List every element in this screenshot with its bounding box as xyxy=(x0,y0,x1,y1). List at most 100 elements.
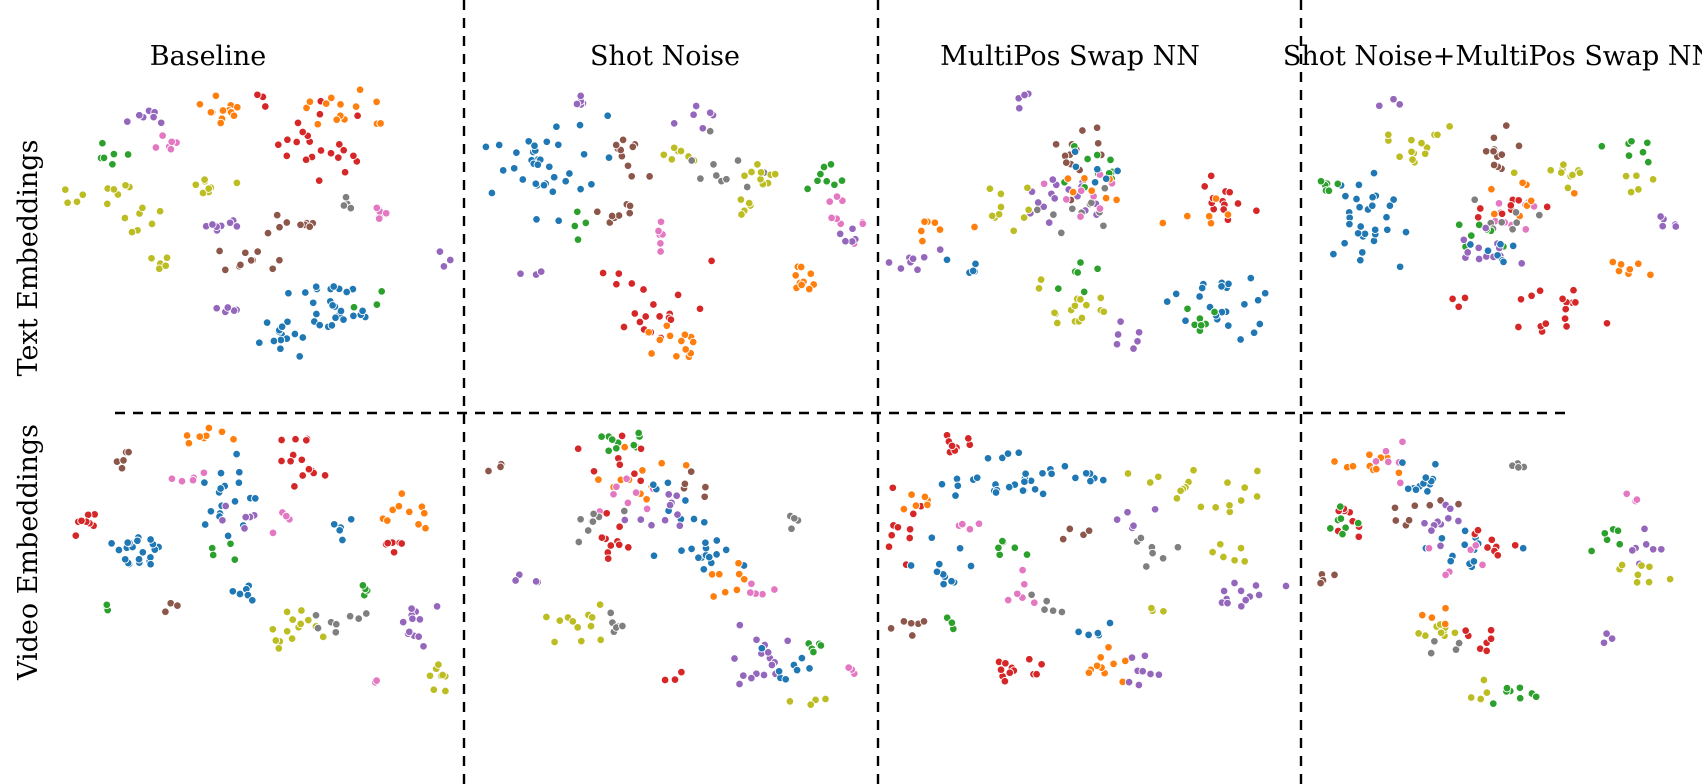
point-purple xyxy=(516,269,525,278)
point-olive xyxy=(1053,318,1062,328)
point-olive xyxy=(1252,492,1262,501)
point-brown xyxy=(117,463,127,473)
point-orange xyxy=(970,222,979,232)
point-olive xyxy=(63,198,72,207)
point-blue xyxy=(134,554,144,564)
point-brown xyxy=(236,260,245,270)
point-purple xyxy=(1146,669,1155,679)
point-red xyxy=(905,525,915,534)
point-red xyxy=(641,312,650,321)
point-orange xyxy=(672,352,681,361)
point-olive xyxy=(568,617,578,626)
point-blue xyxy=(1356,222,1365,231)
point-orange xyxy=(372,97,381,107)
point-green xyxy=(1010,543,1020,552)
point-green xyxy=(612,444,621,453)
point-pink xyxy=(1076,212,1085,221)
point-purple xyxy=(1140,651,1150,661)
point-blue xyxy=(1446,556,1455,566)
point-red xyxy=(887,530,896,540)
point-olive xyxy=(740,171,749,180)
point-pink xyxy=(612,482,621,492)
point-olive xyxy=(744,198,754,208)
point-red xyxy=(253,90,262,100)
point-green xyxy=(1326,524,1335,533)
point-blue xyxy=(329,282,338,291)
point-olive xyxy=(198,188,208,198)
point-blue xyxy=(947,576,956,586)
point-pink xyxy=(1095,204,1105,213)
point-blue xyxy=(805,664,814,673)
point-gray xyxy=(722,174,731,184)
point-pink xyxy=(177,476,187,486)
point-orange xyxy=(195,100,205,109)
point-blue xyxy=(1086,476,1095,486)
point-blue xyxy=(200,520,210,529)
point-brown xyxy=(618,135,628,145)
point-gray xyxy=(589,509,598,519)
point-orange xyxy=(899,504,909,514)
point-orange xyxy=(796,262,806,272)
point-olive xyxy=(994,210,1004,219)
point-pink xyxy=(1062,195,1071,204)
point-brown xyxy=(1489,147,1498,156)
point-brown xyxy=(1093,139,1103,148)
point-purple xyxy=(763,648,773,657)
point-red xyxy=(636,444,646,454)
point-pink xyxy=(747,579,756,589)
point-red xyxy=(1510,541,1520,550)
point-blue xyxy=(1466,240,1475,249)
point-olive xyxy=(1024,205,1033,215)
point-purple xyxy=(1628,546,1637,555)
point-green xyxy=(816,641,826,650)
point-purple xyxy=(913,265,922,274)
point-red xyxy=(619,322,629,332)
point-blue xyxy=(518,175,528,184)
point-blue xyxy=(276,344,285,353)
point-olive xyxy=(103,199,112,209)
point-olive xyxy=(785,697,795,706)
point-gray xyxy=(1057,607,1067,617)
point-pink xyxy=(268,528,278,538)
point-blue xyxy=(342,287,351,297)
point-gray xyxy=(1099,221,1108,231)
point-red xyxy=(1032,669,1041,679)
point-purple xyxy=(1656,212,1665,221)
point-blue xyxy=(554,140,563,150)
point-olive xyxy=(147,254,156,263)
point-red xyxy=(314,176,324,185)
point-gray xyxy=(1535,210,1544,220)
point-gray xyxy=(787,524,796,533)
point-red xyxy=(1000,676,1010,686)
point-blue xyxy=(699,565,709,574)
point-red xyxy=(612,279,621,289)
point-red xyxy=(660,675,670,685)
point-green xyxy=(1106,155,1115,165)
point-purple xyxy=(446,255,455,265)
point-blue xyxy=(1469,557,1479,566)
point-orange xyxy=(321,99,331,108)
point-orange xyxy=(732,585,742,595)
point-blue xyxy=(338,535,347,545)
point-purple xyxy=(691,101,701,111)
point-red xyxy=(1473,213,1483,222)
point-olive xyxy=(1189,465,1198,475)
point-red xyxy=(1602,319,1612,328)
point-orange xyxy=(1112,195,1121,205)
point-orange xyxy=(195,432,205,441)
point-purple xyxy=(735,679,744,689)
point-brown xyxy=(253,247,262,256)
point-orange xyxy=(688,337,698,347)
point-gray xyxy=(341,192,351,202)
point-olive xyxy=(1240,557,1249,566)
point-orange xyxy=(397,489,407,498)
point-red xyxy=(909,509,918,519)
point-pink xyxy=(1381,446,1391,456)
point-brown xyxy=(124,447,133,457)
point-gray xyxy=(576,515,585,524)
point-green xyxy=(1210,307,1219,317)
point-gray xyxy=(1148,548,1157,558)
point-brown xyxy=(627,172,636,181)
point-purple xyxy=(1124,677,1134,687)
point-olive xyxy=(268,625,278,634)
